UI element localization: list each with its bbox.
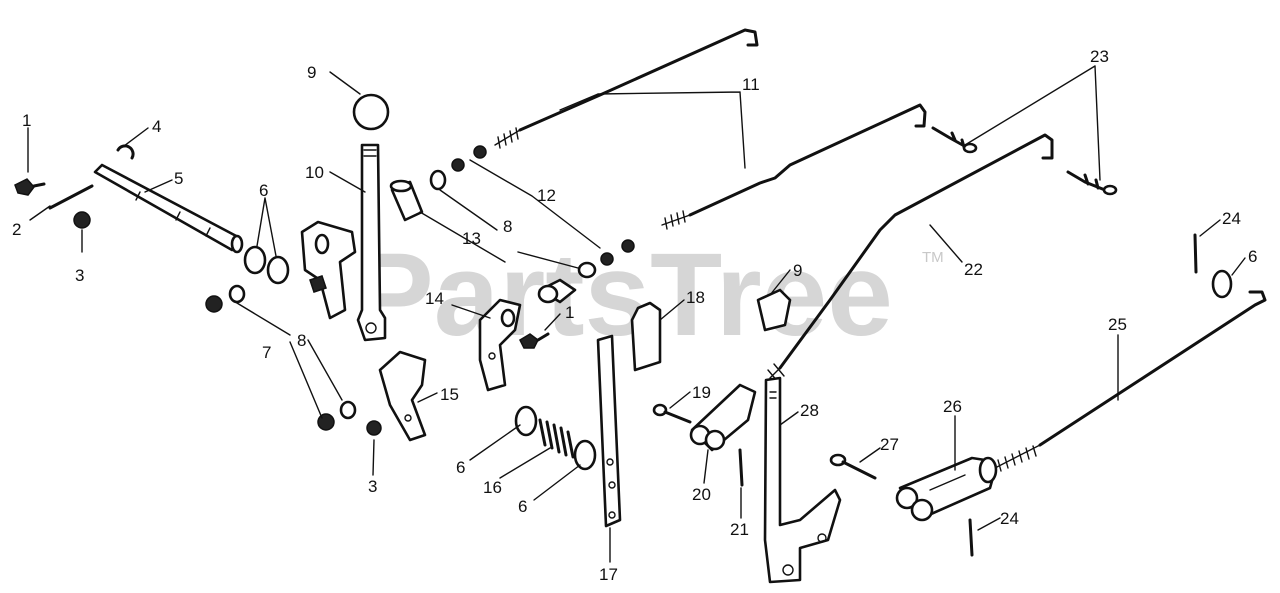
part-2-pin[interactable] [48, 184, 94, 210]
callout-22: 22 [964, 260, 983, 279]
part-12-nuts[interactable] [429, 145, 635, 279]
callout-17: 17 [599, 565, 618, 584]
part-9-knob-ball[interactable] [352, 93, 390, 131]
callout-10: 10 [305, 163, 324, 182]
watermark-trademark: TM [922, 249, 944, 266]
callout-24: 24 [1222, 209, 1241, 228]
part-6-washer-right[interactable] [1211, 269, 1233, 299]
part-26-clevis[interactable] [895, 456, 998, 522]
callout-2: 2 [12, 220, 21, 239]
part-6-washers-left[interactable] [243, 245, 290, 285]
part-14-bracket[interactable] [478, 298, 522, 392]
callout-7: 7 [262, 343, 271, 362]
part-10-lever[interactable] [356, 143, 387, 342]
callout-6: 6 [259, 181, 268, 200]
part-17-link[interactable] [596, 334, 622, 528]
leader-lines [27, 65, 1246, 563]
callout-4: 4 [152, 117, 161, 136]
part-8-washers[interactable] [228, 284, 357, 420]
callout-20: 20 [692, 485, 711, 504]
callout-9: 9 [307, 63, 316, 82]
callout-labels: 1 2 3 4 5 6 7 8 9 10 11 12 8 13 14 1 15 … [12, 47, 1257, 584]
part-27-pin[interactable] [829, 453, 877, 480]
callout-15: 15 [440, 385, 459, 404]
part-11-rods[interactable] [494, 28, 927, 230]
part-15-bracket[interactable] [378, 350, 427, 442]
callout-25: 25 [1108, 315, 1127, 334]
part-21-cotter[interactable] [738, 448, 744, 487]
callout-8-middle: 8 [503, 217, 512, 236]
callout-6-bottom: 6 [518, 497, 527, 516]
part-3-nut-lower[interactable] [366, 420, 382, 436]
callout-28: 28 [800, 401, 819, 420]
callout-8: 8 [297, 331, 306, 350]
callout-26: 26 [943, 397, 962, 416]
callout-1-middle: 1 [565, 303, 574, 322]
part-19-pin[interactable] [652, 403, 692, 424]
part-25-rod[interactable] [994, 290, 1267, 472]
part-13-sleeves[interactable] [389, 179, 577, 304]
callout-16: 16 [483, 478, 502, 497]
part-bracket-upper[interactable] [300, 220, 357, 320]
callout-12: 12 [537, 186, 556, 205]
callout-6-right: 6 [1248, 247, 1257, 266]
callout-3: 3 [75, 266, 84, 285]
callout-3-lower: 3 [368, 477, 377, 496]
callout-23: 23 [1090, 47, 1109, 66]
callout-6-lower: 6 [456, 458, 465, 477]
part-23-clips[interactable] [931, 126, 1118, 196]
part-3-nut-left[interactable] [73, 211, 91, 229]
part-4-clip[interactable] [116, 144, 135, 160]
part-5-shaft[interactable] [93, 163, 244, 254]
part-9-knob-right[interactable] [756, 288, 792, 332]
part-16-spring[interactable] [514, 405, 597, 471]
callout-1: 1 [22, 111, 31, 130]
part-18-grip[interactable] [630, 301, 662, 372]
callout-5: 5 [174, 169, 183, 188]
callout-27: 27 [880, 435, 899, 454]
callout-19: 19 [692, 383, 711, 402]
part-28-lever[interactable] [763, 376, 842, 584]
part-7-nuts[interactable] [205, 295, 335, 431]
part-1-screw-middle[interactable] [519, 332, 550, 349]
part-1-screw-left[interactable] [14, 178, 46, 196]
callout-13: 13 [462, 229, 481, 248]
part-22-rod[interactable] [767, 133, 1054, 383]
callout-18: 18 [686, 288, 705, 307]
callout-24-lower: 24 [1000, 509, 1019, 528]
part-24-cotter-pins[interactable] [968, 233, 1198, 557]
callout-11: 11 [742, 75, 760, 94]
part-20-clevis[interactable] [689, 383, 757, 452]
callout-9-right: 9 [793, 261, 802, 280]
callout-21: 21 [730, 520, 749, 539]
callout-14: 14 [425, 289, 444, 308]
